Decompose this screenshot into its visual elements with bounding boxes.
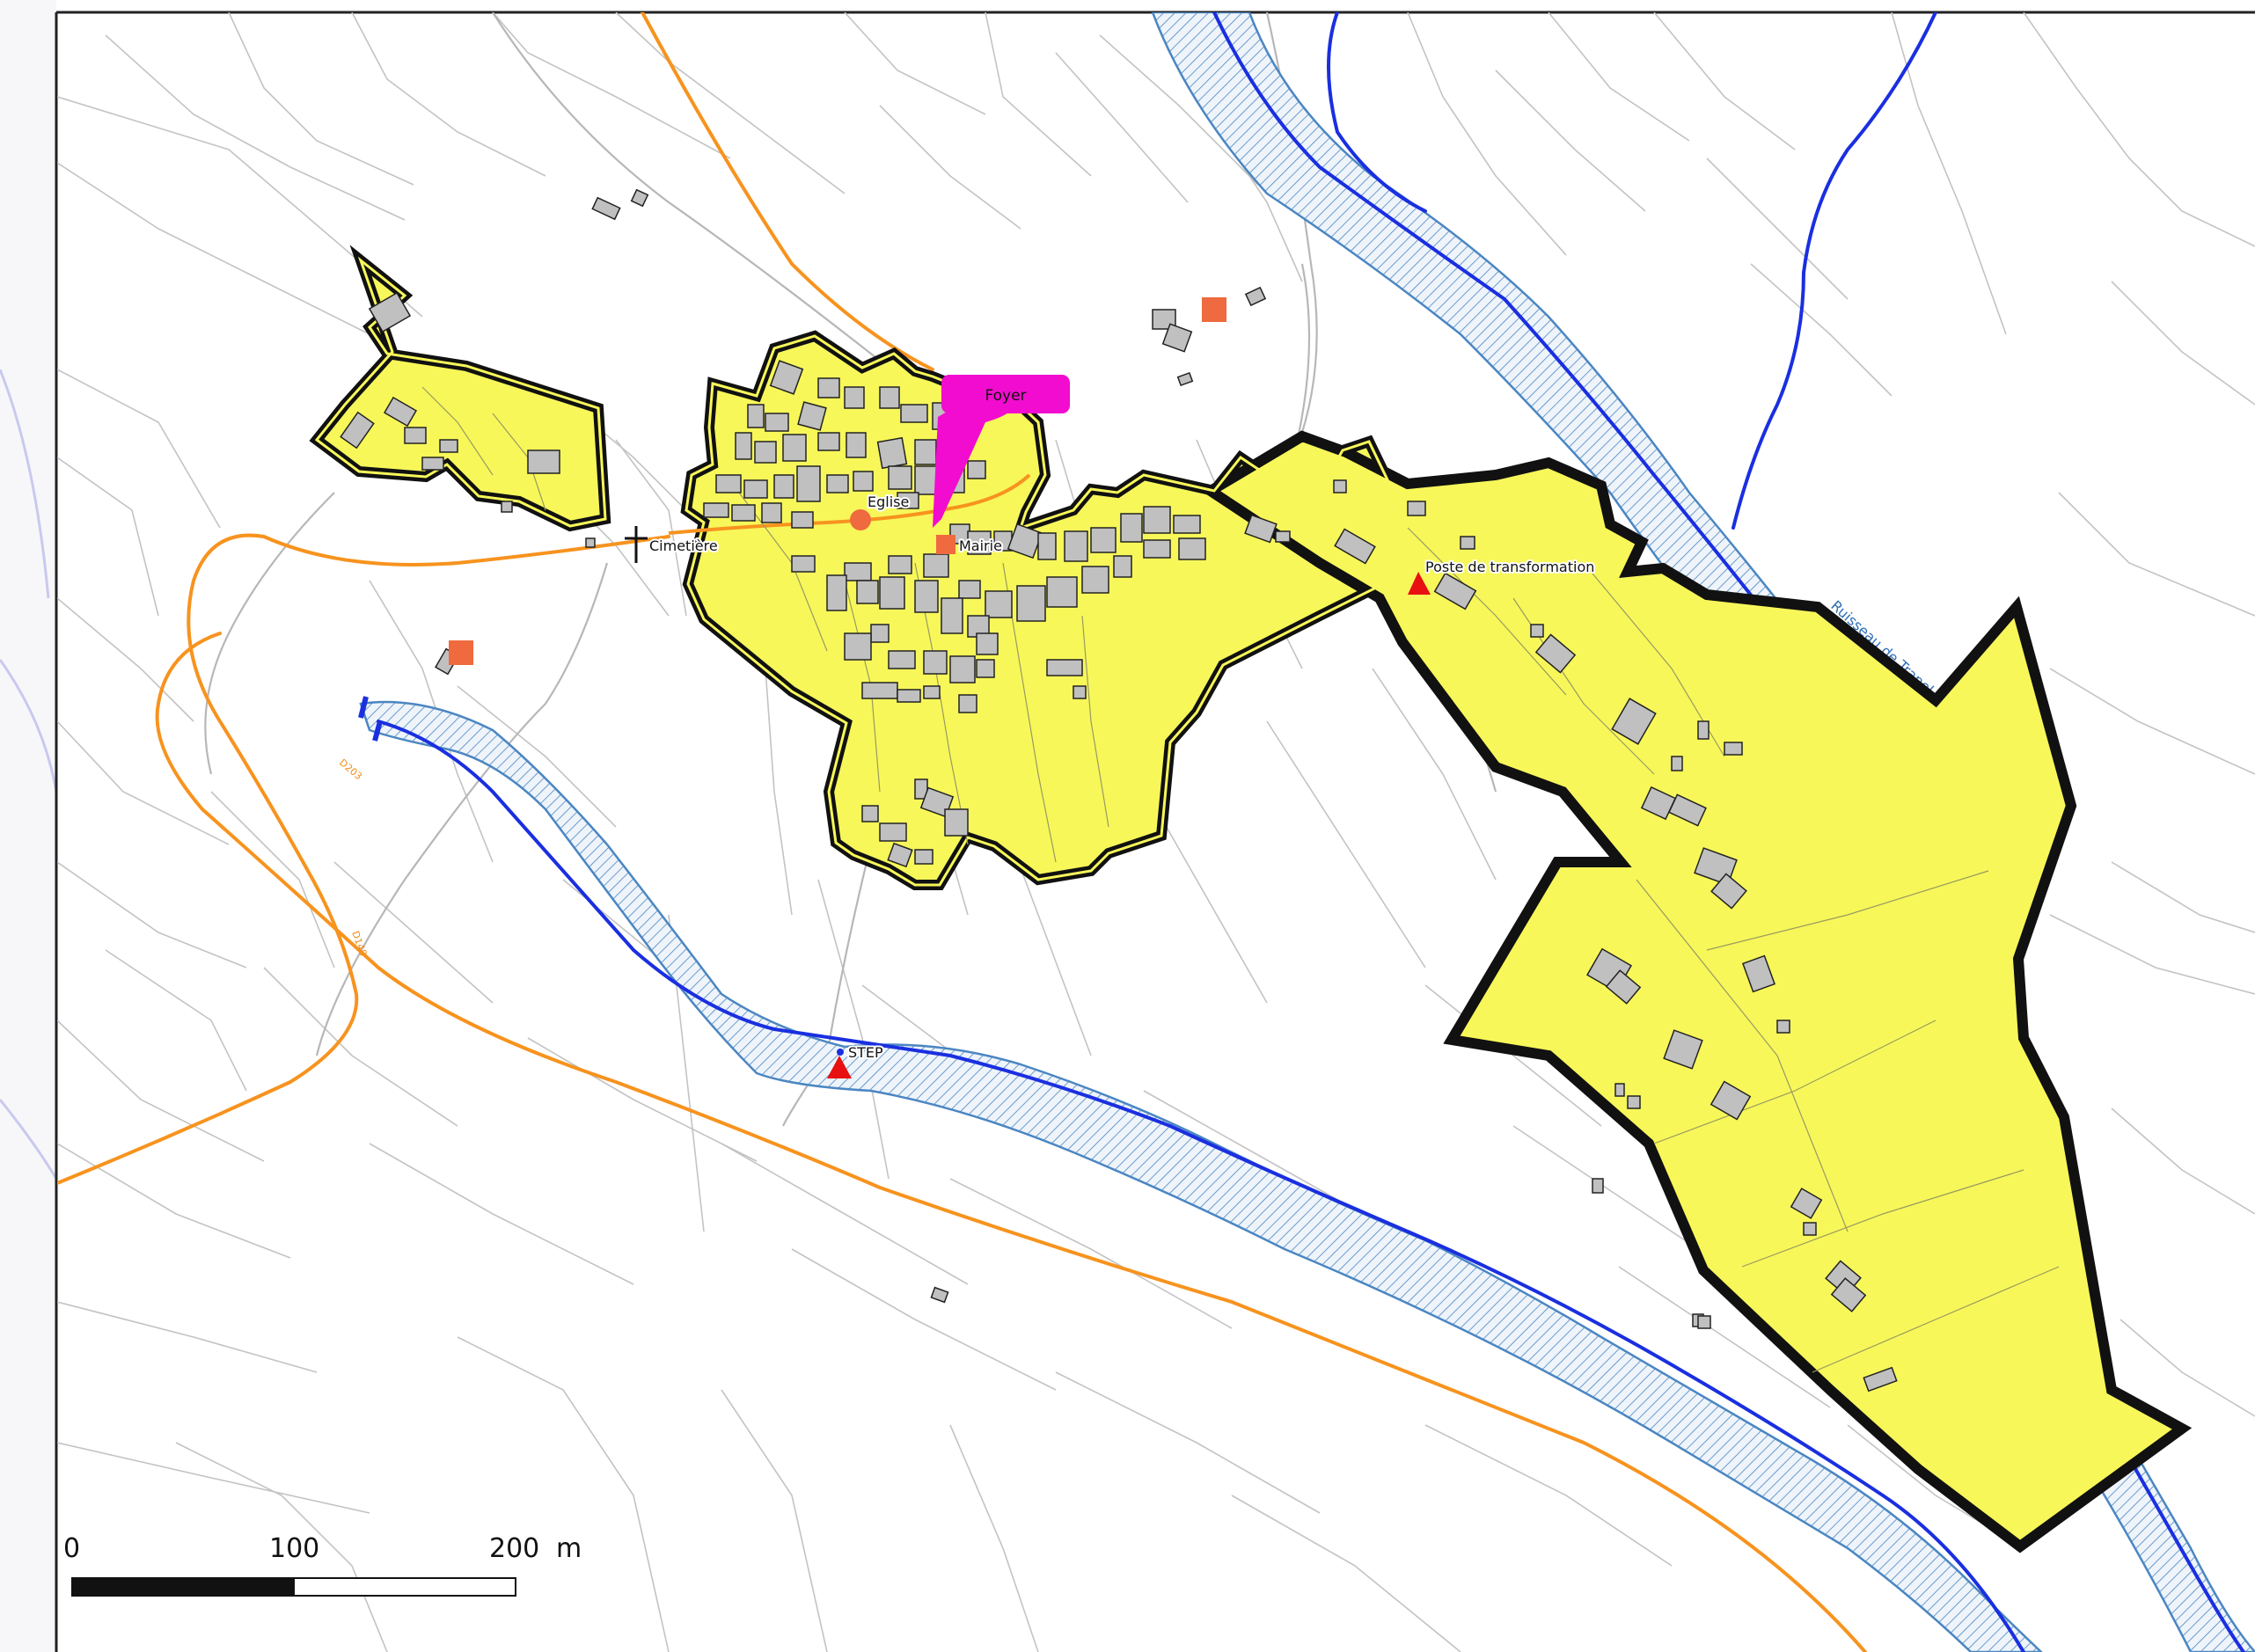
- foyer-label: Foyer: [985, 387, 1026, 405]
- cemetery-cross-icon[interactable]: [625, 526, 648, 563]
- step-triangle-icon[interactable]: [827, 1056, 852, 1078]
- church-icon[interactable]: [850, 509, 871, 530]
- poi-markers[interactable]: [449, 297, 1431, 1078]
- scale-unit: m: [556, 1533, 582, 1564]
- transformer-label: Poste de transformation: [1425, 559, 1594, 575]
- village-main-road: [668, 473, 1031, 535]
- culvert-marks: [358, 696, 383, 742]
- zone-east-residential[interactable]: [1200, 430, 2193, 1553]
- step-point-icon: [837, 1049, 844, 1056]
- town-hall-icon[interactable]: [936, 535, 955, 554]
- foyer-callout[interactable]: Foyer: [933, 375, 1070, 528]
- foyer-badge[interactable]: [941, 375, 1070, 413]
- buildings: [340, 188, 1898, 1393]
- step-label: STEP: [848, 1044, 883, 1061]
- scale-tick-200: 200: [489, 1533, 539, 1564]
- poi-square-north-icon[interactable]: [1202, 297, 1226, 322]
- transformer-triangle-icon[interactable]: [1408, 572, 1431, 595]
- scale-bar: 0 100 200 m: [63, 1533, 582, 1597]
- departmental-roads: [57, 12, 1867, 1652]
- scale-tick-100: 100: [269, 1533, 319, 1564]
- cemetery-label: Cimetière: [649, 537, 718, 554]
- scale-tick-0: 0: [63, 1533, 80, 1564]
- poi-square-west-icon[interactable]: [449, 640, 473, 665]
- church-label: Eglise: [868, 493, 909, 510]
- town-hall-label: Mairie: [959, 537, 1002, 554]
